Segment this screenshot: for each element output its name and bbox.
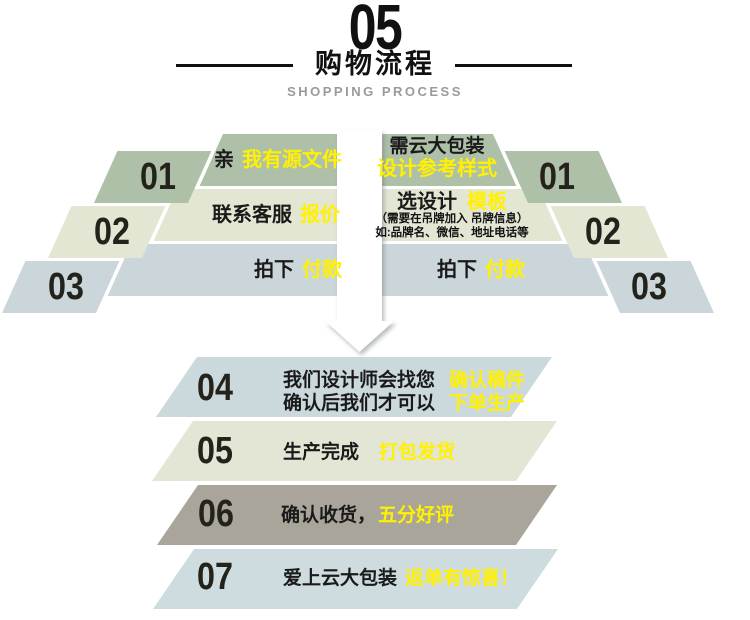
right-step-band-3 [370, 244, 609, 296]
bottom-step-text-6: 确认收货，五分好评 [281, 505, 455, 526]
bottom-step-text-5: 生产完成打包发货 [283, 442, 456, 463]
right-step-number-1: 01 [539, 156, 575, 198]
bottom-step-band-5 [152, 421, 557, 481]
right-step-text-2: 选设计模板 （需要在吊牌加入 吊牌信息） 如:品牌名、微信、地址电话等 [375, 191, 529, 239]
right-step-number-2: 02 [585, 211, 621, 253]
title-divider-right [455, 64, 572, 67]
bottom-step-band-4 [156, 357, 552, 417]
section-number: 05 [348, 0, 403, 63]
left-step-band-3 [107, 244, 346, 296]
bottom-step-number-6: 06 [198, 493, 234, 535]
bottom-step-band-6 [157, 485, 557, 545]
left-step-band-2 [153, 189, 346, 241]
right-step-number-shape-1 [504, 151, 622, 203]
right-step-number-3: 03 [631, 266, 667, 308]
left-step-band-1 [199, 134, 346, 186]
left-step-number-3: 03 [48, 266, 84, 308]
left-step-number-shape-1 [94, 151, 212, 203]
bottom-step-number-5: 05 [197, 430, 233, 472]
left-step-text-3: 拍下付款 [254, 259, 342, 281]
left-step-number-shape-2 [48, 206, 166, 258]
title-divider-left [176, 64, 293, 67]
left-step-text-1: 亲我有源文件 [214, 149, 342, 171]
down-arrow-icon [325, 130, 394, 352]
section-title: 购物流程 [315, 49, 435, 79]
left-step-text-2: 联系客服报价 [212, 204, 340, 226]
right-step-number-shape-2 [550, 206, 668, 258]
right-step-text-3: 拍下付款 [437, 259, 525, 281]
left-step-number-2: 02 [94, 211, 130, 253]
left-step-number-shape-3 [2, 261, 120, 313]
bottom-step-number-4: 04 [197, 367, 233, 409]
bottom-step-band-7 [153, 549, 558, 609]
bottom-step-number-7: 07 [197, 556, 233, 598]
right-step-text-1: 需云大包装 设计参考样式 [377, 136, 497, 180]
right-step-number-shape-3 [596, 261, 714, 313]
left-step-number-1: 01 [140, 156, 176, 198]
section-subtitle: SHOPPING PROCESS [287, 84, 463, 99]
right-step-band-1 [370, 134, 517, 186]
bottom-step-text-7: 爱上云大包装返单有惊喜！ [283, 568, 520, 589]
right-step-band-2 [370, 189, 563, 241]
bottom-step-text-4: 我们设计师会找您确认稿件 确认后我们才可以下单生产 [283, 370, 526, 414]
